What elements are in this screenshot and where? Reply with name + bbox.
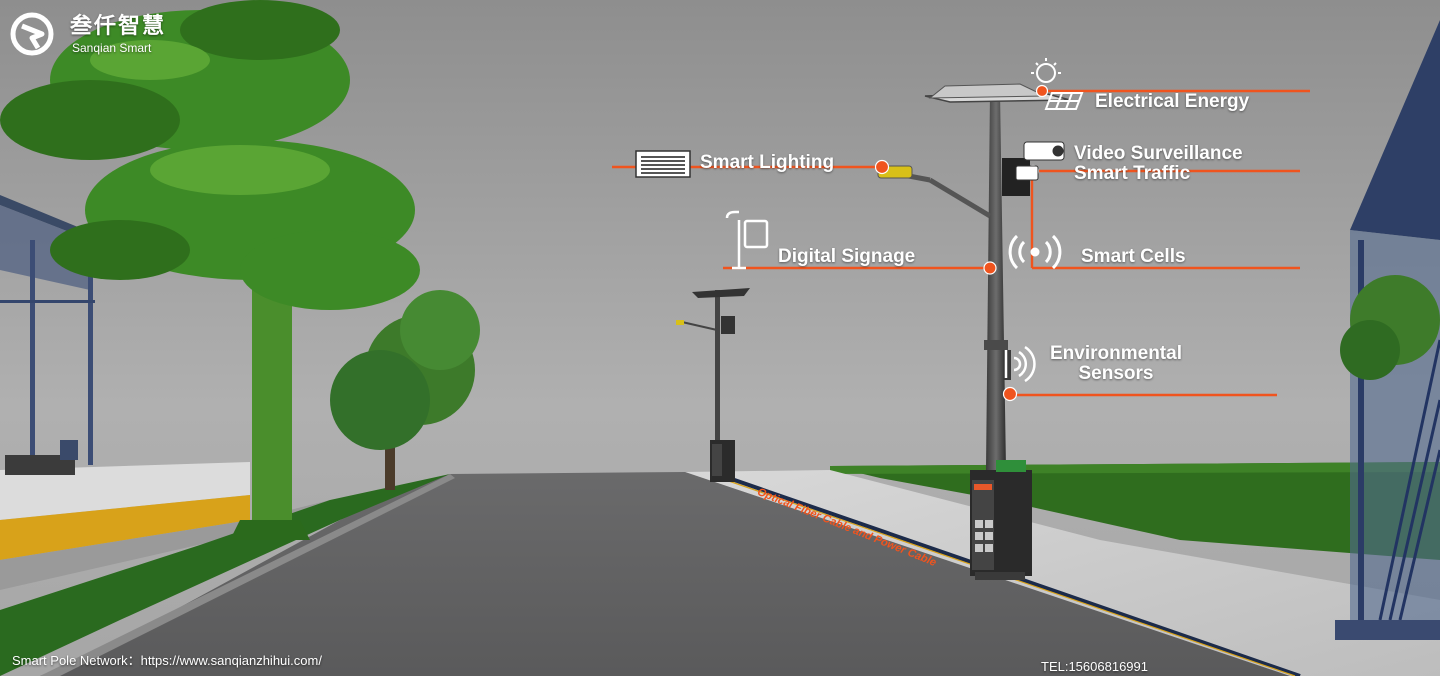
label-smart-lighting: Smart Lighting: [700, 152, 835, 173]
footer-website: Smart Pole Network：https://www.sanqianzh…: [12, 653, 322, 668]
brand-name-cn: 叁仟智慧: [70, 13, 167, 38]
label-sensors: Sensors: [1078, 363, 1154, 384]
label-digital-signage: Digital Signage: [778, 246, 916, 267]
tree-small-left: [330, 290, 480, 490]
bus-shelter-left: [0, 195, 95, 475]
wireless-cell-icon: [1008, 234, 1062, 270]
label-video-surveillance: Video Surveillance: [1074, 143, 1243, 164]
label-electrical-energy: Electrical Energy: [1095, 91, 1250, 112]
label-environmental: Environmental: [1050, 343, 1182, 364]
camera-icon: [1015, 141, 1065, 181]
label-smart-cells: Smart Cells: [1081, 246, 1186, 267]
tree-large-left: [0, 0, 420, 540]
main-smart-pole: [877, 83, 1071, 580]
signage-icon: [725, 210, 769, 270]
left-platform: [0, 462, 250, 520]
far-smart-pole: [676, 288, 750, 482]
bus-shelter-right: [1335, 20, 1440, 640]
sidewalk-right: [685, 470, 1440, 676]
light-panel-icon: [635, 150, 691, 178]
brand-logo: 叁仟智慧 Sanqian Smart: [10, 10, 170, 58]
logo-mark-icon: [10, 12, 54, 56]
brand-name-en: Sanqian Smart: [72, 41, 152, 55]
sun-solar-icon: [1031, 58, 1084, 110]
footer-telephone: TEL:15606816991: [1041, 659, 1148, 674]
label-smart-traffic: Smart Traffic: [1074, 163, 1191, 184]
sensor-signal-icon: [1004, 345, 1036, 383]
